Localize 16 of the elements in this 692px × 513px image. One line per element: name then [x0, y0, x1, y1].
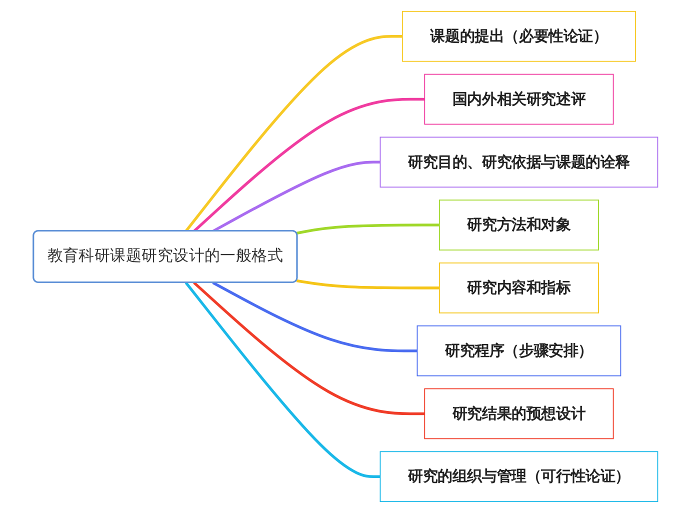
connector: [296, 279, 440, 290]
connector: [212, 281, 418, 352]
node-box: 研究内容和指标: [439, 262, 600, 314]
node-box: 研究程序（步骤安排）: [417, 325, 622, 376]
connector: [185, 34, 403, 232]
node-box: 研究的组织与管理（可行性论证）: [380, 451, 659, 502]
node-box: 国内外相关研究述评: [424, 74, 614, 125]
connector: [193, 98, 426, 232]
connector: [193, 282, 426, 416]
node-box: 研究方法和对象: [439, 200, 600, 250]
connector: [185, 282, 381, 478]
node-box: 课题的提出（必要性论证）: [402, 10, 636, 62]
connector: [296, 224, 440, 235]
node-box: 研究结果的预想设计: [424, 388, 614, 440]
connector: [212, 160, 381, 232]
node-box: 研究目的、研究依据与课题的诠释: [380, 136, 659, 188]
